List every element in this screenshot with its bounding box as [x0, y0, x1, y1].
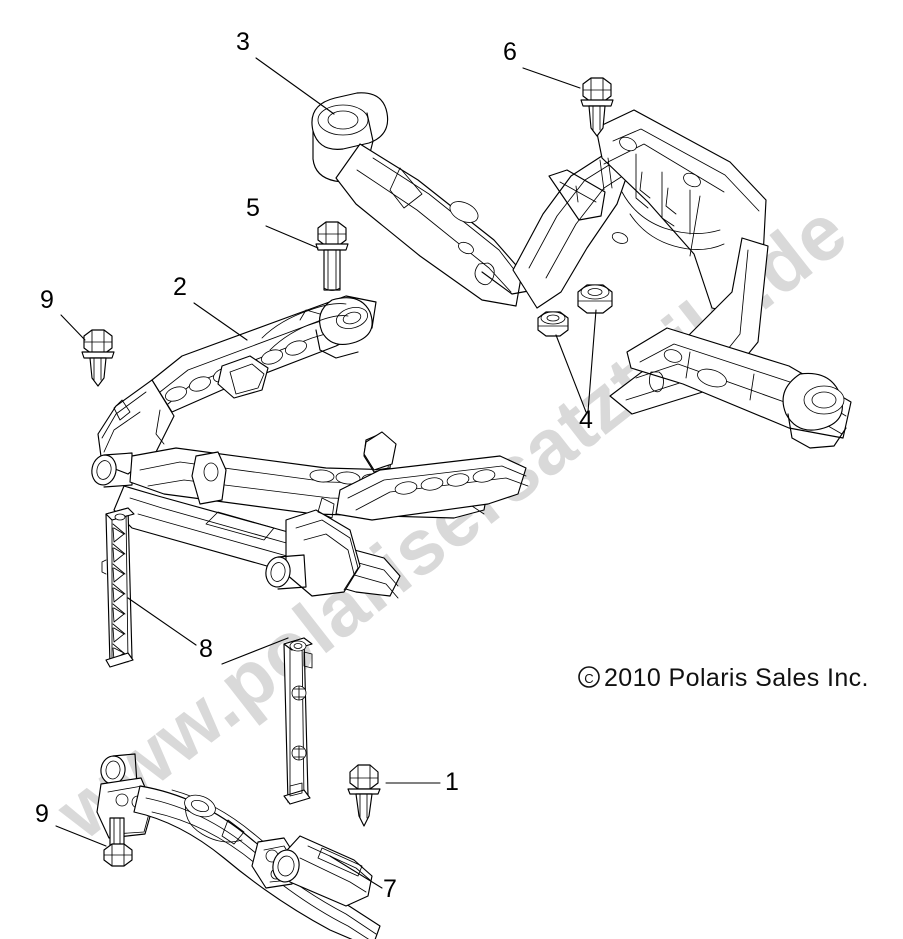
- leader-line-9-upper: [60, 314, 86, 341]
- leader-line-8-b: [221, 637, 289, 665]
- callout-1[interactable]: 1: [445, 768, 459, 796]
- copyright-symbol-glyph: C: [584, 671, 593, 686]
- callout-numbers: 3 6 5 2 9 4 8 1 9 7: [35, 28, 593, 903]
- part-right-tower-bracket: [548, 109, 852, 449]
- leader-line-3: [255, 57, 335, 115]
- leader-line-5: [265, 225, 319, 249]
- fastener-flange-bolt-upper: [81, 329, 115, 387]
- fastener-flange-nut-right: [577, 284, 613, 314]
- fastener-flange-nut-left: [537, 311, 569, 337]
- callout-6[interactable]: 6: [503, 38, 517, 66]
- leader-line-4-b: [587, 309, 597, 413]
- part-lower-frame-rail: [113, 431, 529, 599]
- part-upper-frame-rail: [91, 295, 377, 488]
- leader-line-9-lower: [55, 825, 107, 847]
- leader-lines: [55, 57, 597, 889]
- fastener-short-flange-bolt: [580, 77, 614, 137]
- fastener-long-flange-bolt: [315, 221, 349, 291]
- callout-5[interactable]: 5: [246, 194, 260, 222]
- leader-line-6: [522, 67, 581, 89]
- part-upper-support-arm: [311, 92, 633, 309]
- callout-7[interactable]: 7: [383, 875, 397, 903]
- callout-3[interactable]: 3: [236, 28, 250, 56]
- callout-9-upper[interactable]: 9: [40, 286, 54, 314]
- fastener-self-tapping-screw: [347, 764, 381, 827]
- leader-line-4-a: [555, 334, 587, 413]
- copyright-notice: C 2010 Polaris Sales Inc.: [578, 664, 869, 692]
- copyright-label: 2010 Polaris Sales Inc.: [604, 664, 869, 692]
- part-vertical-lattice-brace: [101, 507, 135, 668]
- leader-line-2: [193, 302, 248, 341]
- copyright-circle: [578, 666, 600, 688]
- part-vertical-post: [283, 637, 313, 805]
- callout-2[interactable]: 2: [173, 273, 187, 301]
- callout-4[interactable]: 4: [579, 406, 593, 434]
- leader-line-8-a: [127, 597, 197, 646]
- fastener-flange-bolt-lower: [103, 817, 133, 867]
- leader-line-7: [329, 855, 383, 889]
- callout-8[interactable]: 8: [199, 635, 213, 663]
- callout-9-lower[interactable]: 9: [35, 800, 49, 828]
